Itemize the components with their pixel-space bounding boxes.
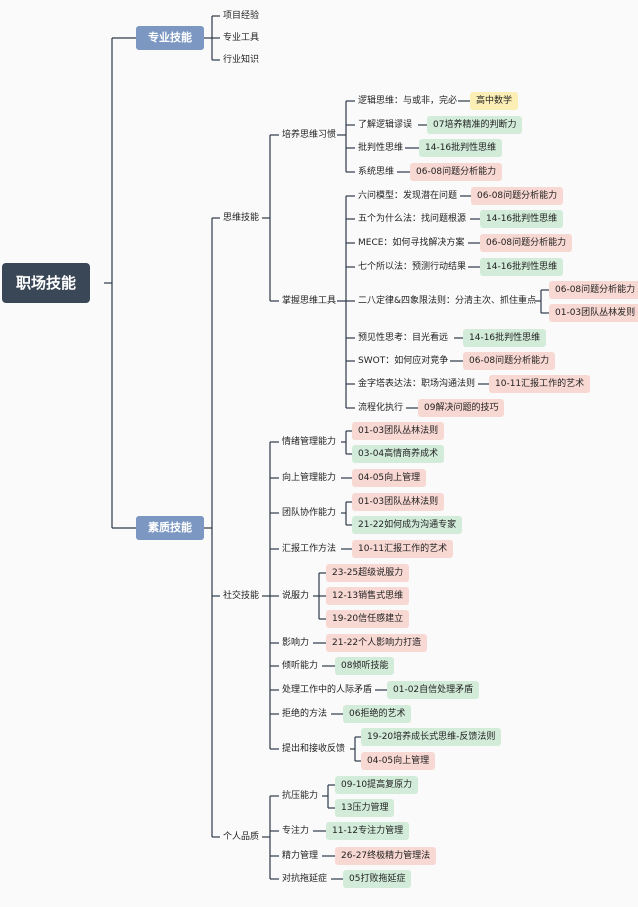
tool-item-tag[interactable]: 14-16批判性思维 bbox=[480, 210, 564, 228]
personal-item-tag[interactable]: 13压力管理 bbox=[335, 799, 395, 817]
personal-item-text[interactable]: 对抗拖延症 bbox=[282, 874, 328, 884]
habit-item-text[interactable]: 系统思维 bbox=[358, 167, 395, 177]
social-item-tag[interactable]: 21-22个人影响力打造 bbox=[326, 634, 428, 652]
social-item-tag[interactable]: 01-03团队丛林法则 bbox=[352, 493, 445, 511]
social-item-text[interactable]: 倾听能力 bbox=[282, 661, 319, 671]
node-industry-knowledge[interactable]: 行业知识 bbox=[223, 55, 260, 65]
tool-item-tag[interactable]: 14-16批判性思维 bbox=[463, 329, 547, 347]
social-item-text[interactable]: 拒绝的方法 bbox=[282, 709, 328, 719]
tool-item-text[interactable]: 六问模型：发现潜在问题 bbox=[358, 191, 458, 201]
personal-item-text[interactable]: 精力管理 bbox=[282, 851, 319, 861]
habit-item-text[interactable]: 逻辑思维：与或非，完必 bbox=[358, 96, 458, 106]
personal-item-tag[interactable]: 26-27终极精力管理法 bbox=[335, 847, 437, 865]
social-item-text[interactable]: 提出和接收反馈 bbox=[282, 744, 346, 754]
tool-item-text[interactable]: 流程化执行 bbox=[358, 403, 404, 413]
habit-item-text[interactable]: 了解逻辑谬误 bbox=[358, 120, 413, 130]
social-item-text[interactable]: 影响力 bbox=[282, 638, 310, 648]
node-thinking-tools[interactable]: 掌握思维工具 bbox=[282, 296, 337, 306]
social-item-text[interactable]: 向上管理能力 bbox=[282, 473, 337, 483]
social-item-tag[interactable]: 19-20培养成长式思维-反馈法则 bbox=[361, 728, 502, 746]
habit-item-tag[interactable]: 06-08问题分析能力 bbox=[410, 163, 503, 181]
node-personal-qualities[interactable]: 个人品质 bbox=[223, 832, 260, 842]
root-node[interactable]: 职场技能 bbox=[2, 263, 91, 303]
tool-item-tag[interactable]: 14-16批判性思维 bbox=[480, 258, 564, 276]
tool-item-text[interactable]: MECE：如何寻找解决方案 bbox=[358, 238, 465, 248]
personal-item-tag[interactable]: 11-12专注力管理 bbox=[326, 822, 410, 840]
personal-item-tag[interactable]: 09-10提高复原力 bbox=[335, 776, 419, 794]
node-professional-skills[interactable]: 专业技能 bbox=[136, 26, 204, 50]
social-item-tag[interactable]: 04-05向上管理 bbox=[352, 469, 427, 487]
node-thinking-habits[interactable]: 培养思维习惯 bbox=[282, 130, 337, 140]
tool-item-tag[interactable]: 09解决问题的技巧 bbox=[418, 399, 505, 417]
tool-item-text[interactable]: 五个为什么法：找问题根源 bbox=[358, 214, 467, 224]
node-project-experience[interactable]: 项目经验 bbox=[223, 11, 260, 21]
habit-item-tag[interactable]: 高中数学 bbox=[470, 92, 519, 110]
social-item-tag[interactable]: 10-11汇报工作的艺术 bbox=[352, 540, 454, 558]
node-quality-skills[interactable]: 素质技能 bbox=[136, 516, 204, 540]
social-item-text[interactable]: 处理工作中的人际矛盾 bbox=[282, 685, 373, 695]
personal-item-tag[interactable]: 05打败拖延症 bbox=[343, 870, 412, 888]
social-item-text[interactable]: 情绪管理能力 bbox=[282, 437, 337, 447]
social-item-tag[interactable]: 01-02自信处理矛盾 bbox=[387, 681, 480, 699]
social-item-tag[interactable]: 21-22如何成为沟通专家 bbox=[352, 516, 463, 534]
tool-item-tag[interactable]: 06-08问题分析能力 bbox=[471, 187, 564, 205]
personal-item-text[interactable]: 抗压能力 bbox=[282, 791, 319, 801]
node-thinking-skills[interactable]: 思维技能 bbox=[223, 213, 260, 223]
social-item-text[interactable]: 汇报工作方法 bbox=[282, 544, 337, 554]
tool-item-tag[interactable]: 01-03团队丛林发则 bbox=[549, 304, 638, 322]
habit-item-text[interactable]: 批判性思维 bbox=[358, 143, 404, 153]
habit-item-tag[interactable]: 14-16批判性思维 bbox=[419, 139, 503, 157]
social-item-tag[interactable]: 04-05向上管理 bbox=[361, 752, 436, 770]
social-item-tag[interactable]: 01-03团队丛林法则 bbox=[352, 422, 445, 440]
social-item-tag[interactable]: 08倾听技能 bbox=[335, 657, 395, 675]
social-item-tag[interactable]: 23-25超级说服力 bbox=[326, 564, 410, 582]
tool-item-text[interactable]: 金字塔表达法：职场沟通法则 bbox=[358, 379, 476, 389]
node-professional-tools[interactable]: 专业工具 bbox=[223, 33, 260, 43]
social-item-tag[interactable]: 19-20信任感建立 bbox=[326, 610, 410, 628]
tool-item-tag[interactable]: 10-11汇报工作的艺术 bbox=[489, 375, 591, 393]
social-item-tag[interactable]: 12-13销售式思维 bbox=[326, 587, 410, 605]
tool-item-tag[interactable]: 06-08问题分析能力 bbox=[549, 281, 638, 299]
personal-item-text[interactable]: 专注力 bbox=[282, 826, 310, 836]
social-item-text[interactable]: 团队协作能力 bbox=[282, 508, 337, 518]
habit-item-tag[interactable]: 07培养精准的判断力 bbox=[427, 116, 523, 134]
node-social-skills[interactable]: 社交技能 bbox=[223, 591, 260, 601]
tool-item-text[interactable]: 二八定律&四象限法则：分清主次、抓住重点 bbox=[358, 296, 537, 306]
social-item-tag[interactable]: 03-04高情商养成术 bbox=[352, 445, 445, 463]
tool-item-text[interactable]: 七个所以法：预测行动结果 bbox=[358, 262, 467, 272]
tool-item-tag[interactable]: 06-08问题分析能力 bbox=[480, 234, 573, 252]
tool-item-tag[interactable]: 06-08问题分析能力 bbox=[463, 352, 556, 370]
tool-item-text[interactable]: 预见性思考：目光看远 bbox=[358, 333, 449, 343]
social-item-text[interactable]: 说服力 bbox=[282, 591, 310, 601]
tool-item-text[interactable]: SWOT：如何应对竞争 bbox=[358, 356, 449, 366]
social-item-tag[interactable]: 06拒绝的艺术 bbox=[343, 705, 412, 723]
